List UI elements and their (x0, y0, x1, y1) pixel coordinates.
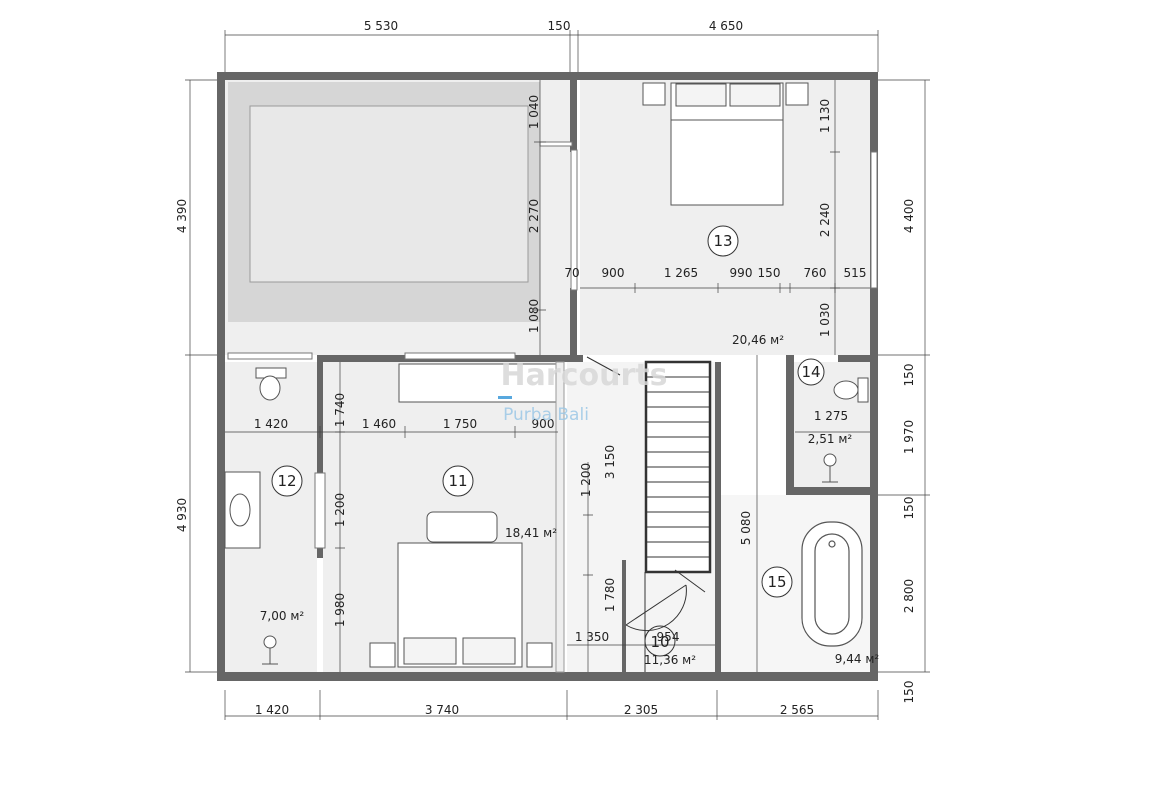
dim-b13r-0: 1 130 (818, 99, 832, 133)
room-11-area: 18,41 м² (505, 526, 557, 540)
doors (586, 356, 687, 632)
dim-top-1: 150 (548, 19, 571, 33)
dim-b13-1: 900 (602, 266, 625, 280)
dim-b13-6: 515 (844, 266, 867, 280)
dim-left-1: 4 930 (175, 498, 189, 532)
dim-hall-3: 1 750 (443, 417, 477, 431)
dim-wc-0: 1 275 (814, 409, 848, 423)
dim-right-3: 150 (902, 497, 916, 520)
dim-b13-4: 150 (758, 266, 781, 280)
room-10-number: 10 (650, 633, 669, 651)
dim-b13-3: 990 (730, 266, 753, 280)
watermark-sub: Purba Bali (503, 405, 589, 425)
dim-hall-2: 1 460 (362, 417, 396, 431)
bed-11 (369, 363, 560, 668)
room-10-marker: 10 11,36 м² (644, 625, 696, 667)
room-15-marker: 15 9,44 м² (761, 566, 880, 666)
dim-b13-2: 1 265 (664, 266, 698, 280)
room-13-area: 20,46 м² (732, 333, 784, 347)
dim-right-1: 150 (902, 364, 916, 387)
room-11-number: 11 (448, 472, 467, 490)
pool (249, 105, 529, 283)
dim-b11r-1: 3 150 (603, 445, 617, 479)
dim-b13r-1: 2 240 (818, 203, 832, 237)
dim-b13r-2: 1 030 (818, 303, 832, 337)
dim-b11l-1: 1 980 (333, 593, 347, 627)
room-15-number: 15 (767, 573, 786, 591)
watermark-brand: Harcourts (501, 358, 668, 393)
room-15-area: 9,44 м² (835, 652, 880, 666)
bathtub (801, 521, 863, 647)
dim-right-4: 2 800 (902, 579, 916, 613)
room-12-area: 7,00 м² (260, 609, 305, 623)
dim-bottom-0: 1 420 (255, 703, 289, 717)
dim-hall-0: 1 420 (254, 417, 288, 431)
dim-b11r-2: 1 780 (603, 578, 617, 612)
dimension-lines (185, 30, 930, 720)
dim-bottom-3: 2 565 (780, 703, 814, 717)
dim-right-0: 4 400 (902, 199, 916, 233)
dim-pool-1: 2 270 (527, 199, 541, 233)
dim-pool-2: 1 080 (527, 299, 541, 333)
dim-stair-1: 954 (657, 630, 680, 644)
windows (227, 141, 878, 360)
bathroom-12-fixtures (224, 367, 287, 665)
room-14-marker: 14 2,51 м² (797, 358, 853, 446)
dimension-labels: 5 530 150 4 650 1 420 3 740 2 305 2 565 … (175, 19, 916, 717)
dim-stair-0: 1 350 (575, 630, 609, 644)
dim-b13-5: 760 (804, 266, 827, 280)
room-markers: 13 20,46 м² 14 2,51 м² 12 7,00 м² 11 18,… (260, 225, 880, 667)
room-12-marker: 12 7,00 м² (260, 465, 305, 623)
dim-bottom-1: 3 740 (425, 703, 459, 717)
watermark: Harcourts Purba Bali (498, 358, 667, 425)
wc-14-fixtures (822, 377, 869, 483)
bed-13 (642, 82, 809, 206)
sliding-doors (555, 361, 565, 673)
shower-partition (314, 472, 326, 549)
dim-bottom-4: 150 (902, 681, 916, 704)
dim-left-0: 4 390 (175, 199, 189, 233)
dim-center-0: 5 080 (739, 511, 753, 545)
dim-pool-0: 1 040 (527, 95, 541, 129)
dim-top-0: 5 530 (364, 19, 398, 33)
room-12-number: 12 (277, 472, 296, 490)
room-13-marker: 13 20,46 м² (707, 225, 784, 347)
room-13-number: 13 (713, 232, 732, 250)
dim-b11r-0: 1 200 (579, 463, 593, 497)
room-11-marker: 11 18,41 м² (442, 465, 557, 540)
dim-b13-0: 70 (564, 266, 579, 280)
dim-b11l-0: 1 200 (333, 493, 347, 527)
dim-hall-4: 900 (532, 417, 555, 431)
room-10-area: 11,36 м² (644, 653, 696, 667)
staircase (644, 360, 712, 672)
dim-top-2: 4 650 (709, 19, 743, 33)
dim-bottom-2: 2 305 (624, 703, 658, 717)
dim-right-2: 1 970 (902, 420, 916, 454)
room-14-number: 14 (801, 363, 820, 381)
dim-hall-1: 1 740 (333, 393, 347, 427)
room-14-area: 2,51 м² (808, 432, 853, 446)
